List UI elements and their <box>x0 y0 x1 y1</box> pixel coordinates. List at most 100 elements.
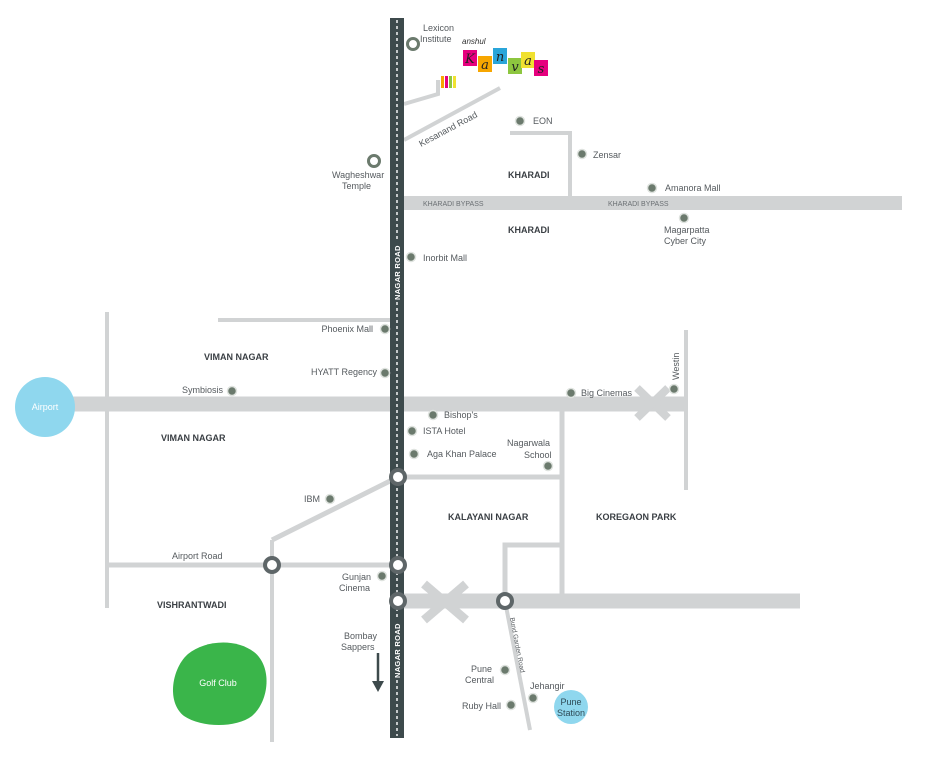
label-aga-khan: Aga Khan Palace <box>427 449 497 459</box>
label-wagheshwar-1: Wagheshwar <box>332 170 384 180</box>
airport-road-label: Airport Road <box>172 551 223 561</box>
label-gunjan-2: Cinema <box>339 583 370 593</box>
nagar-road-label-bottom: NAGAR ROAD <box>393 623 402 678</box>
poi-marker <box>408 448 420 460</box>
poi-marker <box>406 425 418 437</box>
poi-marker <box>379 323 391 335</box>
arrow-down-icon <box>372 653 384 692</box>
label-pune-central-1: Pune <box>471 664 492 674</box>
poi-marker <box>646 182 658 194</box>
poi-marker <box>427 409 439 421</box>
label-lexicon-2: Institute <box>420 34 452 44</box>
poi-marker <box>324 493 336 505</box>
poi-markers <box>226 37 690 711</box>
area-kalyani-nagar: KALAYANI NAGAR <box>448 512 529 522</box>
label-zensar: Zensar <box>593 150 621 160</box>
label-jehangir: Jehangir <box>530 681 565 691</box>
label-ista: ISTA Hotel <box>423 426 465 436</box>
label-bombay-2: Sappers <box>341 642 375 652</box>
logo-tile <box>508 58 522 74</box>
logo-tile <box>521 52 535 68</box>
pune-station-label-1: Pune <box>560 697 581 707</box>
junction-airport-road <box>263 556 281 574</box>
area-kharadi-1: KHARADI <box>508 170 550 180</box>
pune-station-label-2: Station <box>557 708 585 718</box>
label-amanora: Amanora Mall <box>665 183 721 193</box>
logo-tile <box>463 50 477 66</box>
label-magarpatta-2: Cyber City <box>664 236 707 246</box>
poi-marker <box>226 385 238 397</box>
label-westin: Westin <box>671 353 681 380</box>
label-eon: EON <box>533 116 553 126</box>
area-koregaon-park: KOREGAON PARK <box>596 512 677 522</box>
label-bombay-1: Bombay <box>344 631 378 641</box>
poi-marker <box>367 154 381 168</box>
junctions <box>263 468 514 610</box>
label-ruby-hall: Ruby Hall <box>462 701 501 711</box>
lexicon-access-road <box>403 80 440 106</box>
airport-marker: Airport <box>15 377 75 437</box>
junction-aga-khan <box>389 468 407 486</box>
nagar-road-highway: NAGAR ROAD NAGAR ROAD <box>390 18 404 738</box>
area-viman-nagar-2: VIMAN NAGAR <box>161 433 226 443</box>
junction-gunjan <box>389 556 407 574</box>
ibm-diagonal-road <box>270 474 400 543</box>
pune-station-marker: Pune Station <box>554 690 588 724</box>
poi-marker <box>376 570 388 582</box>
poi-marker <box>527 692 539 704</box>
junction-bund-garden <box>496 592 514 610</box>
road-network <box>40 80 902 742</box>
label-pune-central-2: Central <box>465 675 494 685</box>
label-ibm: IBM <box>304 494 320 504</box>
flyover-westin <box>634 385 671 421</box>
label-hyatt: HYATT Regency <box>311 367 378 377</box>
poi-marker <box>678 212 690 224</box>
label-nagarwala-2: School <box>524 450 552 460</box>
nagar-road-label-top: NAGAR ROAD <box>393 245 402 300</box>
label-lexicon-1: Lexicon <box>423 23 454 33</box>
flyover-kalyani <box>421 580 469 624</box>
eon-road <box>510 131 572 203</box>
label-gunjan-1: Gunjan <box>342 572 371 582</box>
poi-marker <box>576 148 588 160</box>
logo-letter: K <box>464 52 476 67</box>
label-nagarwala-1: Nagarwala <box>507 438 550 448</box>
poi-marker <box>514 115 526 127</box>
label-inorbit: Inorbit Mall <box>423 253 467 263</box>
label-bishops: Bishop's <box>444 410 478 420</box>
label-phoenix: Phoenix Mall <box>321 324 373 334</box>
poi-marker <box>499 664 511 676</box>
logo-tile <box>478 56 492 72</box>
golf-club-marker: Golf Club <box>172 642 267 725</box>
area-vishrantwadi: VISHRANTWADI <box>157 600 227 610</box>
logo-letter: s <box>538 62 545 77</box>
poi-marker <box>505 699 517 711</box>
kesanand-road <box>403 86 501 142</box>
label-magarpatta-1: Magarpatta <box>664 225 710 235</box>
poi-marker <box>565 387 577 399</box>
label-wagheshwar-2: Temple <box>342 181 371 191</box>
logo-letter: v <box>511 60 519 75</box>
label-big-cinemas: Big Cinemas <box>581 388 633 398</box>
golf-club-label: Golf Club <box>199 678 237 688</box>
logo-letter: a <box>481 58 489 73</box>
junction-lower <box>389 592 407 610</box>
poi-marker <box>379 367 391 379</box>
area-kharadi-2: KHARADI <box>508 225 550 235</box>
site-marker-icon <box>441 76 456 88</box>
logo-letter: n <box>496 50 504 65</box>
airport-label: Airport <box>32 402 59 412</box>
bund-garden-road <box>503 600 532 731</box>
logo-letter: a <box>524 54 532 69</box>
poi-marker <box>542 460 554 472</box>
poi-marker <box>406 37 420 51</box>
kalyani-branch-road <box>502 542 562 601</box>
kharadi-bypass-label-left: KHARADI BYPASS <box>423 201 484 208</box>
kharadi-bypass-label-right: KHARADI BYPASS <box>608 201 669 208</box>
logo-tile <box>493 48 507 64</box>
poi-labels: Lexicon Institute Wagheshwar Temple EON … <box>182 23 721 711</box>
poi-marker <box>668 383 680 395</box>
label-symbiosis: Symbiosis <box>182 385 224 395</box>
brand-script: anshul <box>462 37 486 46</box>
